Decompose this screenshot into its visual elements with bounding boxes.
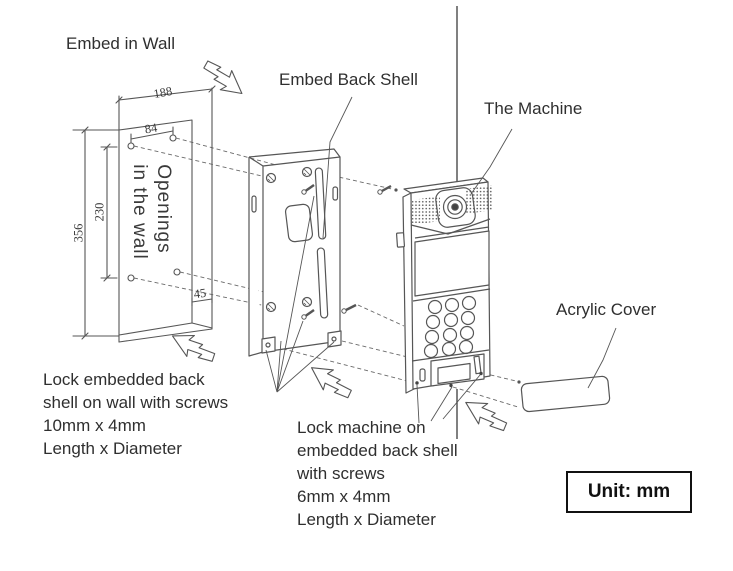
back-shell-lower-slot	[316, 247, 329, 319]
speaker-grille-right	[466, 185, 493, 214]
screw-icon	[301, 184, 315, 195]
back-shell-drawing	[248, 148, 342, 357]
back-shell-screws-note: Lock embedded back shell on wall with sc…	[43, 370, 229, 458]
dim-opening-width: 188	[152, 83, 174, 102]
back-shell-bottom-tabs	[261, 330, 342, 354]
back-shell-cutout	[284, 203, 314, 243]
embed-direction-arrow-icon	[198, 54, 250, 103]
dim-opening-depth: 45	[192, 285, 207, 302]
machine-bottom-screws	[415, 371, 483, 388]
camera-lens-icon	[442, 194, 468, 220]
dim-opening-height: 356	[71, 223, 86, 243]
machine-screws-note: Lock machine on embedded back shell with…	[297, 418, 458, 529]
keypad	[423, 295, 477, 359]
embed-in-wall-label: Embed in Wall	[66, 34, 175, 53]
shell-direction-arrow-icon	[304, 358, 357, 405]
machine-drawing	[395, 177, 493, 394]
wall-direction-arrow-icon	[166, 325, 220, 369]
openings-in-wall-label: Openings in the wall	[129, 164, 174, 260]
wall-screw-holes	[127, 134, 181, 282]
leader-embed-back-shell	[322, 96, 353, 239]
back-shell-side-slot	[251, 195, 257, 213]
screw-icon	[377, 184, 392, 195]
screen-panel	[414, 230, 490, 297]
back-shell-right-slot	[332, 186, 339, 201]
acrylic-cover-drawing	[520, 375, 611, 413]
leader-lines	[265, 96, 617, 424]
screw-icon	[341, 303, 357, 314]
machine-direction-arrow-icon	[459, 392, 512, 438]
leader-fan-machine-screws	[416, 374, 481, 424]
mounting-screws	[301, 184, 392, 320]
dim-top-hole-spacing: 84	[143, 120, 159, 137]
leader-acrylic-cover	[587, 327, 617, 389]
the-machine-label: The Machine	[484, 99, 583, 118]
leader-fan-back-shell-screws	[265, 195, 335, 393]
acrylic-cover-label: Acrylic Cover	[556, 300, 657, 319]
machine-side-tab	[395, 232, 406, 248]
back-shell-screw-holes	[265, 166, 313, 313]
screw-icon	[301, 309, 315, 320]
unit-label: Unit: mm	[587, 481, 671, 502]
dim-side-hole-spacing: 230	[92, 202, 107, 222]
speaker-grille-left	[412, 196, 440, 225]
back-shell-upper-slot	[314, 167, 327, 240]
unit-box: Unit: mm	[566, 471, 692, 513]
nameplate-window	[419, 353, 485, 387]
leader-the-machine	[470, 128, 513, 195]
wall-opening-drawing	[72, 85, 216, 343]
embed-back-shell-label: Embed Back Shell	[279, 70, 418, 89]
